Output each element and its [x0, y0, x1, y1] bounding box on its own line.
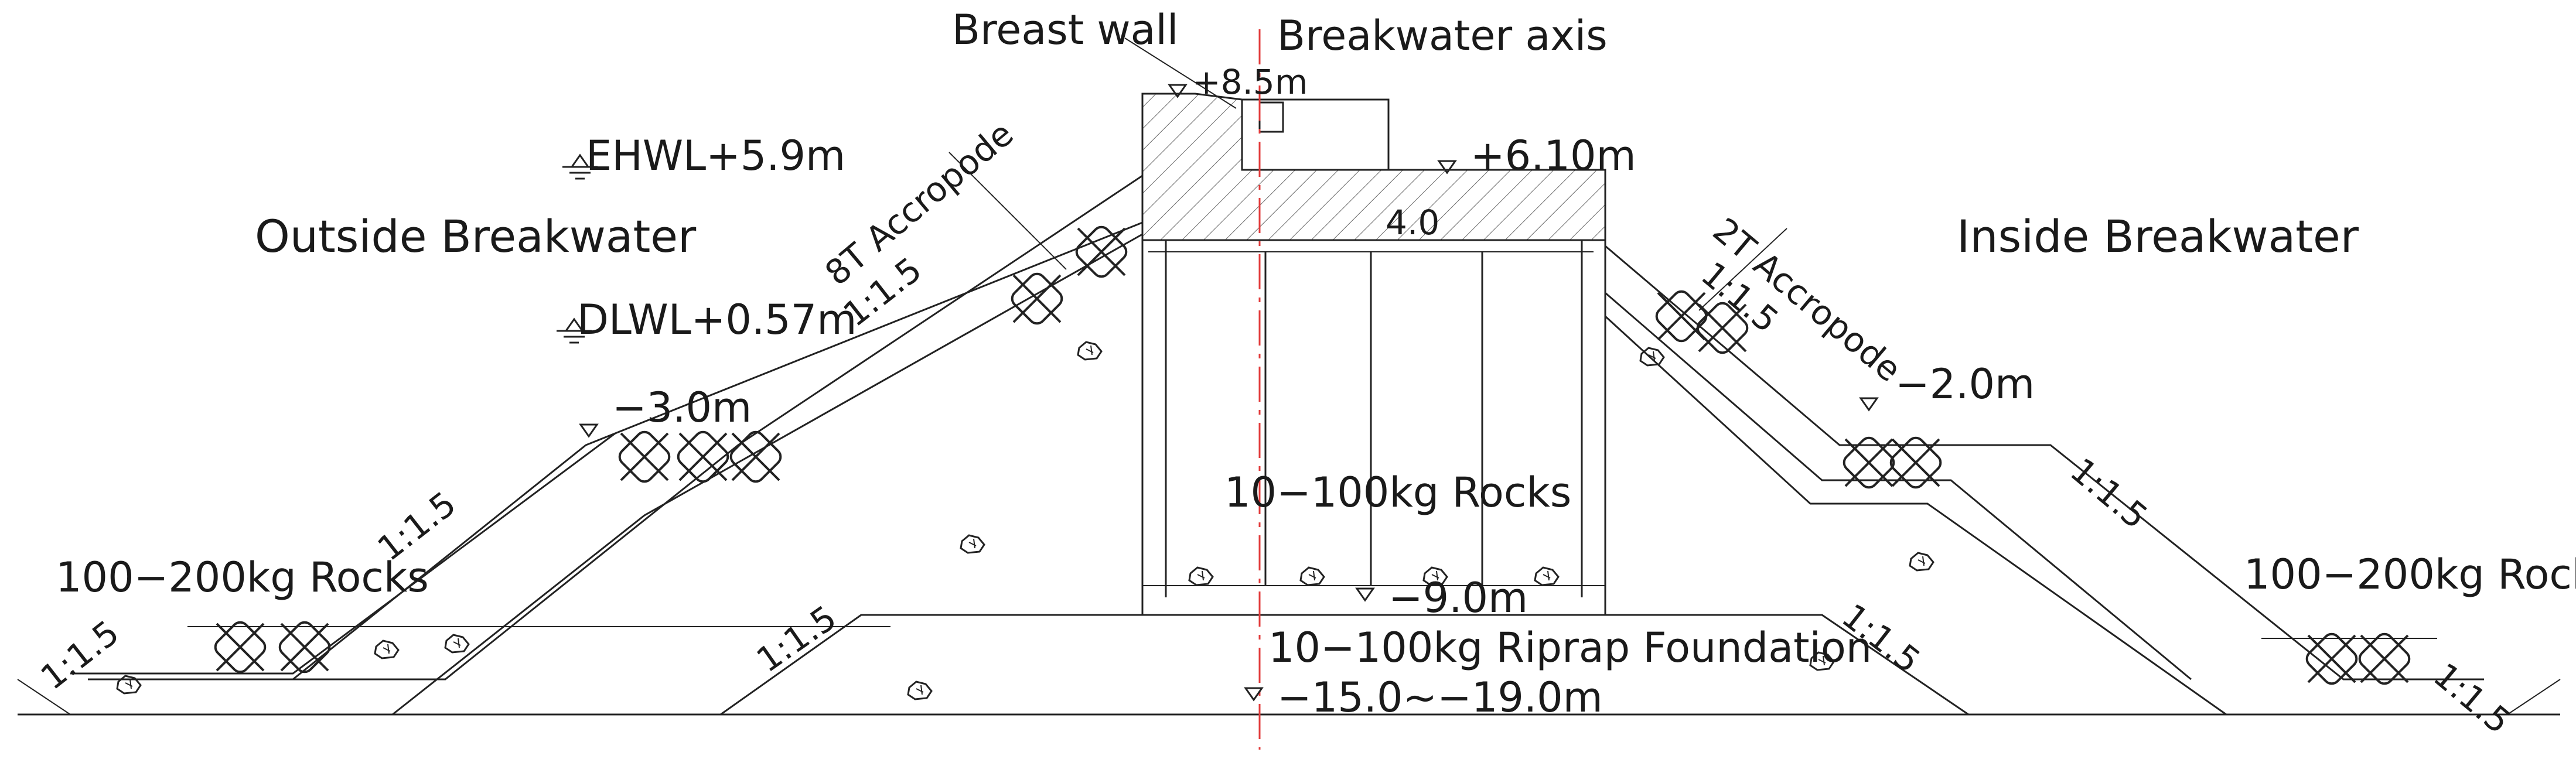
label-elev-m2: −2.0m — [1895, 360, 2035, 408]
label-riprap: 10−100kg Riprap Foundation — [1268, 624, 1872, 672]
label-crest-elev: +8.5m — [1192, 62, 1308, 102]
slope-label: 1:1.5 — [2063, 450, 2155, 537]
label-seabed: −15.0∼−19.0m — [1277, 673, 1603, 722]
label-elev-m3: −3.0m — [612, 384, 752, 432]
label-cap-elev: +6.10m — [1470, 132, 1636, 180]
label-cap-inner: 4.0 — [1386, 203, 1439, 242]
label-ehwl: EHWL+5.9m — [586, 132, 845, 180]
accropode-units — [210, 222, 2414, 689]
m9-marker — [1356, 587, 1374, 601]
right-slope-layers — [1604, 245, 2484, 716]
label-inside: Inside Breakwater — [1957, 210, 2359, 262]
label-8t-accropode: 8T Accropode — [817, 114, 1021, 293]
caisson — [1141, 239, 1606, 616]
label-dlwl: DLWL+0.57m — [577, 296, 857, 344]
elev-marker-right — [1860, 397, 1878, 411]
label-elev-m9: −9.0m — [1388, 574, 1528, 622]
seabed-line — [17, 679, 2561, 716]
left-slope-layers — [70, 175, 1143, 716]
slope-label: 1:1.5 — [33, 613, 127, 697]
leader-lines — [948, 37, 1787, 311]
label-rocks-core: 10−100kg Rocks — [1224, 469, 1571, 517]
slope-label: 1:1.5 — [2426, 655, 2519, 742]
slope-label: 1:1.5 — [749, 597, 844, 680]
elev-marker-left — [579, 423, 598, 437]
label-breakwater-axis: Breakwater axis — [1277, 12, 1608, 60]
label-outside: Outside Breakwater — [255, 210, 697, 262]
label-toe-rocks-left: 100−200kg Rocks — [56, 553, 429, 601]
label-breast-wall: Breast wall — [952, 6, 1178, 54]
label-toe-rocks-right: 100−200kg Rocks — [2244, 551, 2576, 599]
